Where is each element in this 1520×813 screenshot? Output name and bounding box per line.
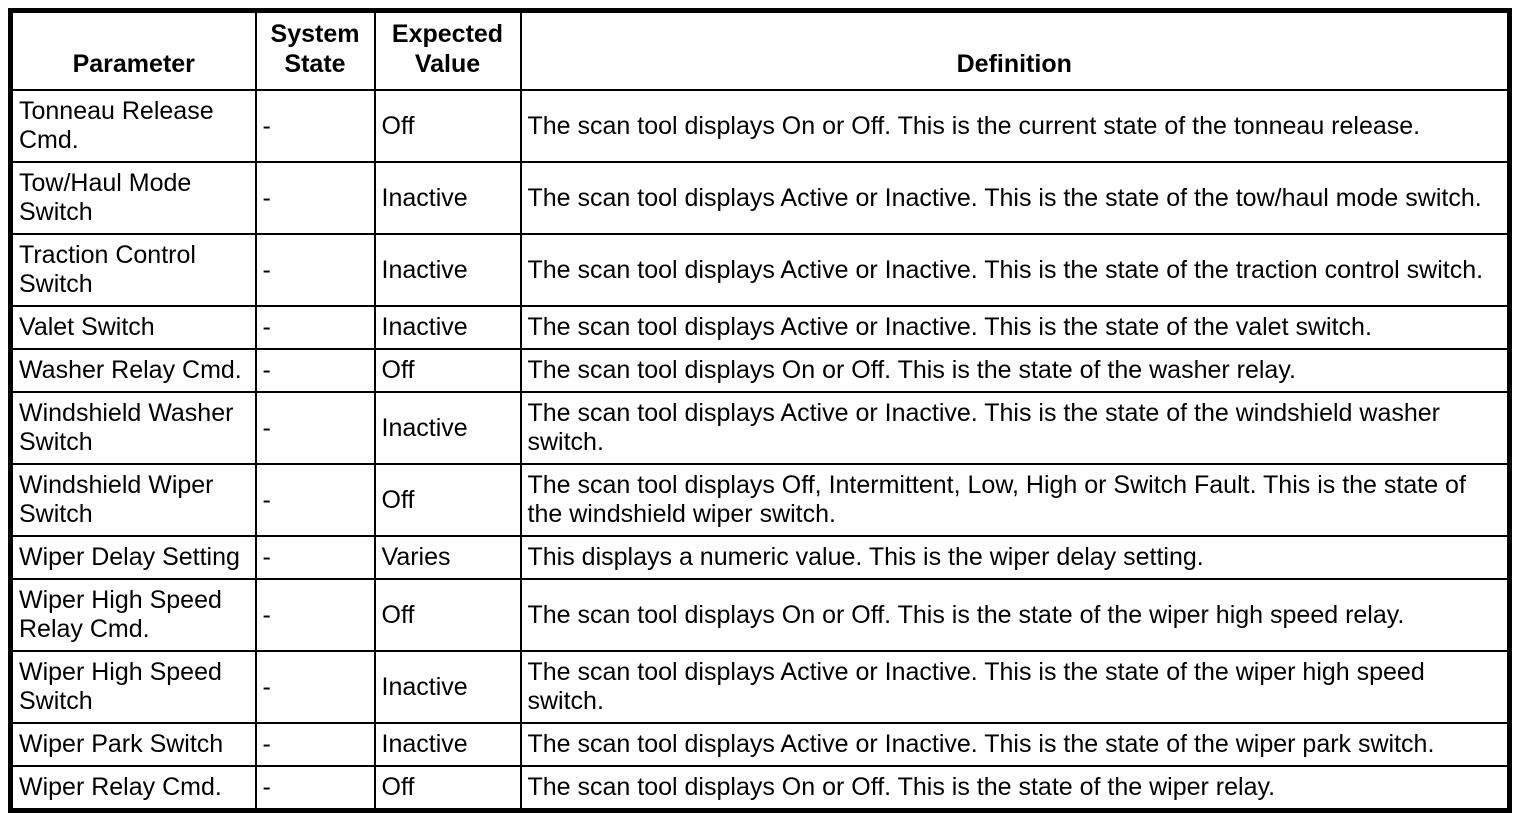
cell-definition: The scan tool displays Active or Inactiv… <box>519 233 1511 307</box>
table-header: Parameter System State Expected Value De… <box>9 9 1511 91</box>
cell-system-state: - <box>254 578 376 652</box>
cell-system-state: - <box>254 89 376 163</box>
cell-definition: The scan tool displays Active or Inactiv… <box>519 391 1511 465</box>
cell-definition: This displays a numeric value. This is t… <box>519 535 1511 580</box>
cell-system-state: - <box>254 463 376 537</box>
col-header-system-state: System State <box>254 9 376 91</box>
table-row: Wiper Delay Setting - Varies This displa… <box>9 535 1511 580</box>
cell-expected-value: Inactive <box>373 161 522 235</box>
table-row: Wiper Park Switch - Inactive The scan to… <box>9 722 1511 767</box>
cell-system-state: - <box>254 161 376 235</box>
cell-parameter: Valet Switch <box>9 305 257 350</box>
cell-expected-value: Inactive <box>373 722 522 767</box>
cell-definition: The scan tool displays Active or Inactiv… <box>519 722 1511 767</box>
cell-expected-value: Off <box>373 578 522 652</box>
cell-system-state: - <box>254 650 376 724</box>
cell-parameter: Windshield Washer Switch <box>9 391 257 465</box>
cell-parameter: Windshield Wiper Switch <box>9 463 257 537</box>
cell-definition: The scan tool displays Off, Intermittent… <box>519 463 1511 537</box>
col-header-expected-value: Expected Value <box>373 9 522 91</box>
col-header-parameter: Parameter <box>9 9 257 91</box>
cell-parameter: Wiper High Speed Relay Cmd. <box>9 578 257 652</box>
cell-system-state: - <box>254 348 376 393</box>
cell-system-state: - <box>254 391 376 465</box>
cell-parameter: Wiper Delay Setting <box>9 535 257 580</box>
cell-definition: The scan tool displays On or Off. This i… <box>519 348 1511 393</box>
cell-expected-value: Off <box>373 463 522 537</box>
table-row: Washer Relay Cmd. - Off The scan tool di… <box>9 348 1511 393</box>
cell-definition: The scan tool displays Active or Inactiv… <box>519 305 1511 350</box>
table-row: Valet Switch - Inactive The scan tool di… <box>9 305 1511 350</box>
cell-definition: The scan tool displays Active or Inactiv… <box>519 161 1511 235</box>
table-row: Wiper High Speed Relay Cmd. - Off The sc… <box>9 578 1511 652</box>
cell-parameter: Tonneau Release Cmd. <box>9 89 257 163</box>
table-row: Traction Control Switch - Inactive The s… <box>9 233 1511 307</box>
table-row: Tow/Haul Mode Switch - Inactive The scan… <box>9 161 1511 235</box>
cell-system-state: - <box>254 535 376 580</box>
cell-parameter: Washer Relay Cmd. <box>9 348 257 393</box>
cell-definition: The scan tool displays Active or Inactiv… <box>519 650 1511 724</box>
cell-expected-value: Inactive <box>373 391 522 465</box>
cell-parameter: Wiper High Speed Switch <box>9 650 257 724</box>
cell-expected-value: Inactive <box>373 233 522 307</box>
cell-parameter: Wiper Park Switch <box>9 722 257 767</box>
cell-parameter: Tow/Haul Mode Switch <box>9 161 257 235</box>
cell-system-state: - <box>254 233 376 307</box>
col-header-definition: Definition <box>519 9 1511 91</box>
cell-definition: The scan tool displays On or Off. This i… <box>519 578 1511 652</box>
cell-expected-value: Inactive <box>373 305 522 350</box>
table-row: Wiper High Speed Switch - Inactive The s… <box>9 650 1511 724</box>
cell-expected-value: Off <box>373 348 522 393</box>
table-row: Tonneau Release Cmd. - Off The scan tool… <box>9 89 1511 163</box>
cell-expected-value: Off <box>373 89 522 163</box>
cell-definition: The scan tool displays On or Off. This i… <box>519 89 1511 163</box>
cell-expected-value: Varies <box>373 535 522 580</box>
table-row: Windshield Washer Switch - Inactive The … <box>9 391 1511 465</box>
cell-system-state: - <box>254 722 376 767</box>
table-body: Tonneau Release Cmd. - Off The scan tool… <box>9 89 1511 812</box>
table-row: Windshield Wiper Switch - Off The scan t… <box>9 463 1511 537</box>
cell-parameter: Traction Control Switch <box>9 233 257 307</box>
header-row: Parameter System State Expected Value De… <box>9 9 1511 91</box>
cell-system-state: - <box>254 305 376 350</box>
scan-tool-parameters-table: Parameter System State Expected Value De… <box>8 8 1512 813</box>
cell-expected-value: Inactive <box>373 650 522 724</box>
